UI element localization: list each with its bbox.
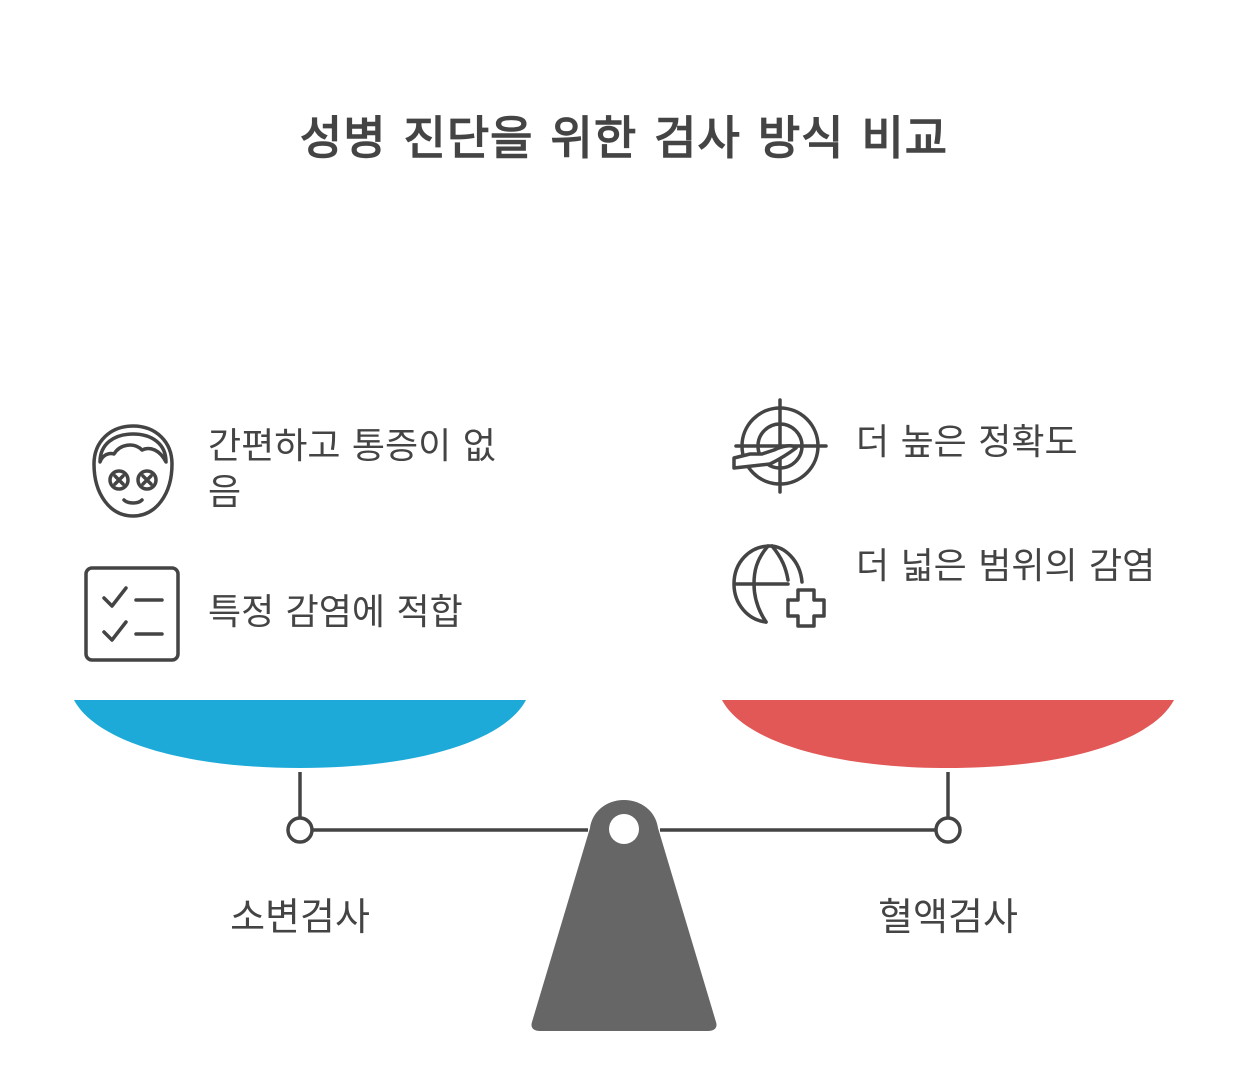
left-item-2-text: 특정 감염에 적합 — [208, 592, 463, 633]
right-pan — [722, 700, 1174, 768]
checklist-icon — [84, 566, 180, 662]
left-label: 소변검사 — [230, 895, 370, 939]
left-item-1-text: 간편하고 통증이 없음 — [208, 426, 496, 513]
right-item-2-text: 더 넓은 범위의 감염 — [856, 546, 1156, 587]
fulcrum-pivot — [609, 814, 639, 844]
target-hand-icon — [732, 398, 828, 494]
globe-plus-icon — [732, 544, 826, 628]
face-mask-icon — [92, 424, 174, 518]
left-pan — [74, 700, 526, 768]
right-item-1-text: 더 높은 정확도 — [856, 422, 1078, 463]
diagram-title: 성병 진단을 위한 검사 방식 비교 — [299, 111, 949, 165]
right-label: 혈액검사 — [878, 895, 1018, 939]
fulcrum — [531, 800, 717, 1031]
left-pivot — [286, 816, 314, 844]
right-pivot — [934, 816, 962, 844]
